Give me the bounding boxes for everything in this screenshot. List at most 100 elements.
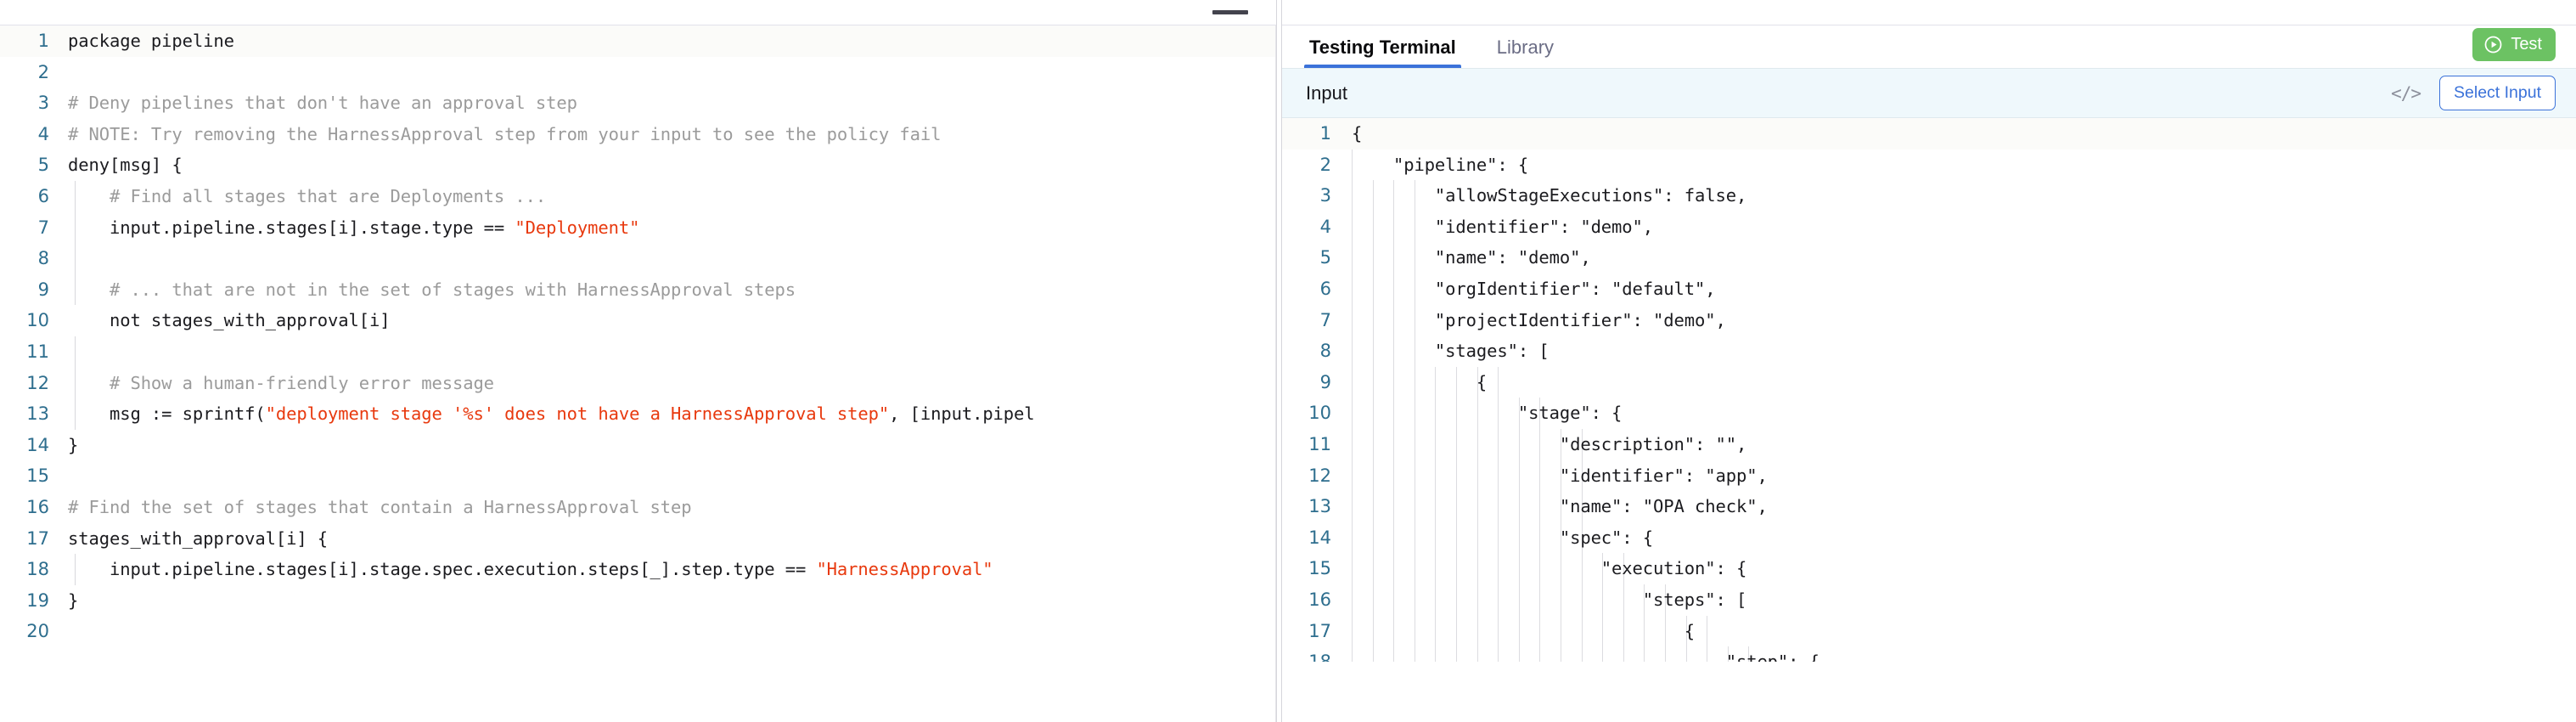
code-token: # Deny pipelines that don't have an appr… — [68, 93, 577, 114]
tab-testing-terminal[interactable]: Testing Terminal — [1304, 37, 1461, 68]
code-token: not stages_with_approval[i] — [68, 310, 391, 331]
line-number: 4 — [37, 123, 49, 144]
input-toolbar-actions: </> Select Input — [2391, 76, 2556, 110]
tab-testing-terminal-label: Testing Terminal — [1309, 37, 1456, 58]
code-line: 11 — [0, 336, 1276, 368]
line-number: 8 — [37, 248, 49, 269]
json-line: 4 "identifier": "demo", — [1282, 212, 2576, 243]
code-token: input.pipeline.stages[i].stage.type == — [68, 217, 515, 238]
code-line: 2 — [0, 57, 1276, 88]
select-input-button[interactable]: Select Input — [2439, 76, 2556, 110]
code-token: stages_with_approval[i] { — [68, 527, 329, 549]
json-line-text: "stage": { — [1352, 403, 1623, 424]
test-button-label: Test — [2511, 35, 2542, 54]
code-token: deny[msg] { — [68, 155, 183, 176]
line-number: 15 — [1308, 558, 1331, 579]
code-token: } — [68, 434, 79, 455]
code-token: # Find all stages that are Deployments .… — [68, 185, 547, 206]
input-title: Input — [1306, 82, 1347, 104]
code-token: msg := sprintf( — [68, 403, 266, 425]
policy-editor-topbar — [0, 0, 1276, 25]
line-number: 10 — [1308, 403, 1331, 424]
code-token: "deployment stage '%s' does not have a H… — [265, 403, 890, 425]
json-line-text: "orgIdentifier": "default", — [1352, 278, 1716, 299]
code-token: package pipeline — [68, 31, 234, 51]
code-line-text: # NOTE: Try removing the HarnessApproval… — [66, 119, 941, 150]
code-line: 3 # Deny pipelines that don't have an app… — [0, 87, 1276, 119]
code-line-text: # ... that are not in the set of stages … — [66, 274, 796, 306]
code-line: 12 # Show a human-friendly error message — [0, 368, 1276, 399]
line-number: 17 — [1308, 620, 1331, 641]
json-line-text: "description": "", — [1352, 433, 1747, 454]
indent-guide — [75, 554, 76, 585]
line-number: 1 — [37, 31, 49, 51]
line-number: 11 — [1308, 433, 1331, 454]
code-line-text: stages_with_approval[i] { — [66, 523, 328, 555]
json-line: 2 "pipeline": { — [1282, 149, 2576, 181]
minimize-dash-icon[interactable] — [1212, 10, 1248, 14]
line-number: 12 — [26, 372, 49, 393]
json-line-text: "stages": [ — [1352, 341, 1550, 362]
code-brackets-icon[interactable]: </> — [2391, 82, 2421, 104]
json-line-text: "name": "OPA check", — [1352, 496, 1768, 517]
code-line: 13 msg := sprintf("deployment stage '%s'… — [0, 398, 1276, 430]
code-line-text: input.pipeline.stages[i].stage.spec.exec… — [66, 554, 993, 585]
line-number: 3 — [37, 93, 49, 114]
code-line: 16 # Find the set of stages that contain … — [0, 492, 1276, 523]
line-number: 18 — [26, 559, 49, 580]
code-line-text: package pipeline — [66, 25, 234, 57]
line-number: 13 — [26, 403, 49, 425]
code-line: 17 stages_with_approval[i] { — [0, 523, 1276, 555]
code-line-text: # Show a human-friendly error message — [66, 368, 494, 399]
code-line-text: # Find all stages that are Deployments .… — [66, 181, 546, 212]
json-line: 1{ — [1282, 118, 2576, 149]
code-line: 18 input.pipeline.stages[i].stage.spec.e… — [0, 554, 1276, 585]
code-line-text: msg := sprintf("deployment stage '%s' do… — [66, 398, 1035, 430]
code-token: # ... that are not in the set of stages … — [68, 279, 796, 300]
json-line-text: "allowStageExecutions": false, — [1352, 185, 1747, 206]
policy-editor-pane: 1 package pipeline 2 3 # Deny pipelines that… — [0, 0, 1276, 722]
line-number: 12 — [1308, 465, 1331, 486]
line-number: 16 — [1308, 589, 1331, 610]
code-line-text: input.pipeline.stages[i].stage.type == "… — [66, 212, 639, 244]
json-line-text: "step": { — [1350, 646, 1820, 662]
json-line-text: "identifier": "demo", — [1352, 216, 1654, 237]
line-number: 14 — [26, 434, 49, 455]
json-input-editor[interactable]: 1{2 "pipeline": { 3 "allowStageExecutions… — [1282, 118, 2576, 662]
line-number: 9 — [1319, 371, 1331, 392]
json-line-text: "steps": [ — [1352, 589, 1747, 610]
line-number: 18 — [1282, 646, 1350, 662]
tab-library[interactable]: Library — [1493, 37, 1557, 68]
code-line-text: deny[msg] { — [66, 149, 183, 181]
code-line: 15 — [0, 460, 1276, 492]
line-number: 19 — [26, 589, 49, 611]
code-line: 4 # NOTE: Try removing the HarnessApprova… — [0, 119, 1276, 150]
line-number: 3 — [1319, 185, 1331, 206]
line-number: 9 — [37, 279, 49, 300]
line-number: 16 — [26, 496, 49, 517]
line-number: 8 — [1319, 341, 1331, 362]
json-line: 6 "orgIdentifier": "default", — [1282, 274, 2576, 305]
code-line: 7 input.pipeline.stages[i].stage.type ==… — [0, 212, 1276, 244]
rego-code-editor[interactable]: 1 package pipeline 2 3 # Deny pipelines that… — [0, 25, 1276, 722]
code-token: # NOTE: Try removing the HarnessApproval… — [68, 123, 942, 144]
test-button[interactable]: Test — [2472, 28, 2556, 61]
json-line-text: "pipeline": { — [1352, 154, 1529, 175]
json-line-text: "identifier": "app", — [1352, 465, 1768, 486]
json-line: 8 "stages": [ — [1282, 336, 2576, 367]
json-line: 15 "execution": { — [1282, 553, 2576, 584]
code-line: 19} — [0, 585, 1276, 617]
code-line: 8 — [0, 243, 1276, 274]
json-line: 12 "identifier": "app", — [1282, 460, 2576, 492]
pane-divider[interactable] — [1276, 0, 1282, 722]
line-number: 17 — [26, 527, 49, 549]
json-line: 18 "step": { — [1282, 646, 2576, 662]
line-number: 10 — [26, 310, 49, 331]
code-line-text: # Find the set of stages that contain a … — [66, 492, 692, 523]
code-line: 6 # Find all stages that are Deployments… — [0, 181, 1276, 212]
json-line: 7 "projectIdentifier": "demo", — [1282, 305, 2576, 336]
play-circle-icon — [2483, 35, 2503, 54]
line-number: 11 — [26, 341, 49, 362]
line-number: 7 — [37, 217, 49, 238]
